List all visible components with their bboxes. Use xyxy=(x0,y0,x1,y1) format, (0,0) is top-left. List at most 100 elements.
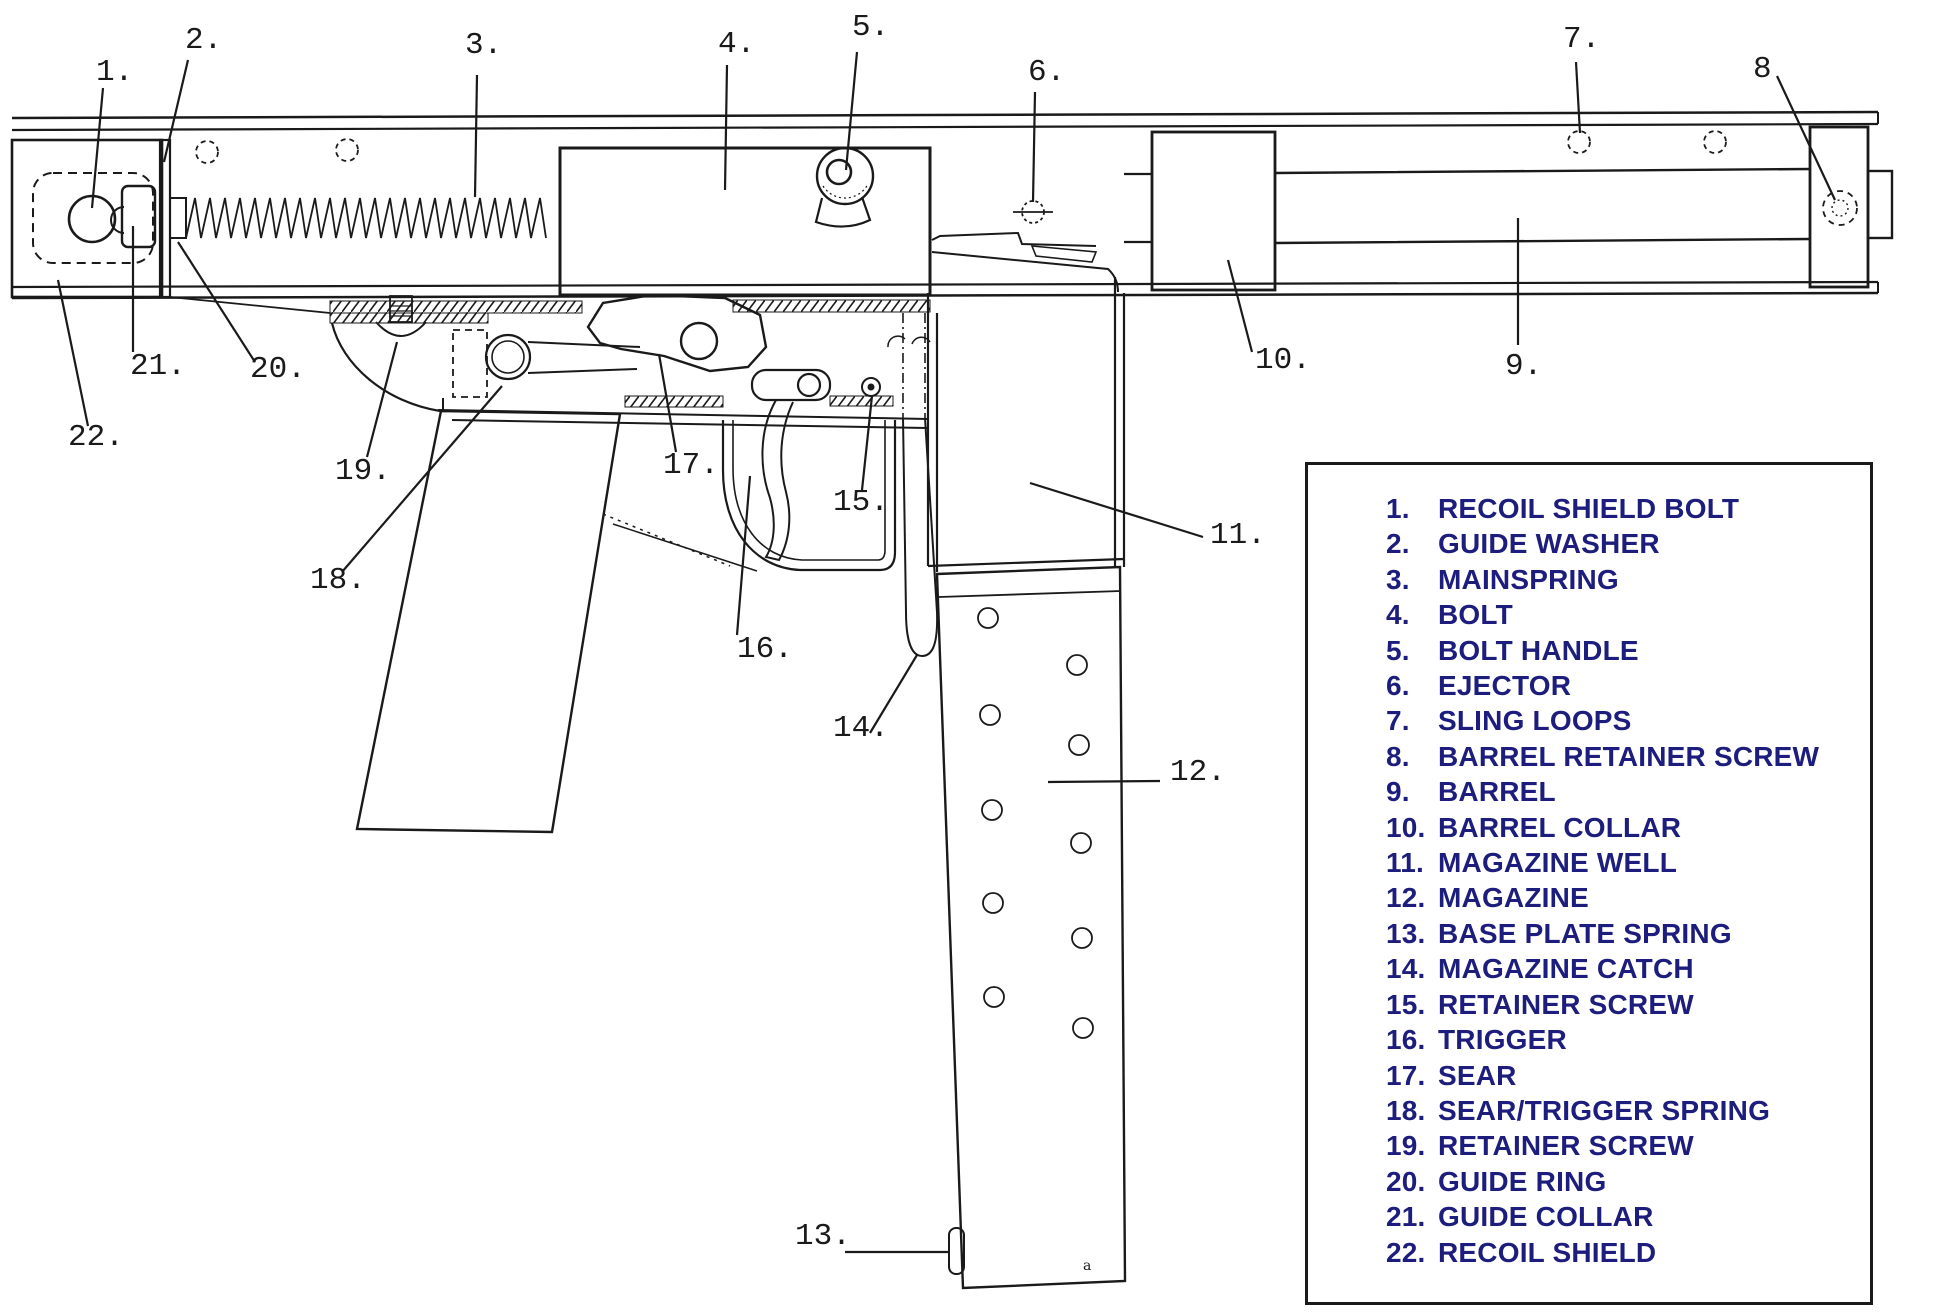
legend-item-number: 10. xyxy=(1386,811,1426,843)
callout-leader xyxy=(341,385,503,573)
legend-item-number: 15. xyxy=(1386,988,1426,1020)
stray-mark: a xyxy=(1083,1258,1091,1274)
callout-leader xyxy=(473,74,479,198)
legend-item-number: 18. xyxy=(1386,1094,1426,1126)
callout-label: 12. xyxy=(1170,755,1226,790)
legend-item-number: 20. xyxy=(1386,1165,1426,1197)
legend-item-number: 6. xyxy=(1386,670,1410,702)
mainspring xyxy=(185,197,547,239)
sling-loop-holes-left xyxy=(195,138,359,164)
callout-label: 20. xyxy=(250,352,306,387)
legend-item: 18. SEAR/TRIGGER SPRING xyxy=(1386,1093,1870,1128)
callout-leader xyxy=(1047,779,1161,784)
retainer-screw-front xyxy=(861,377,881,397)
bolt-handle xyxy=(814,146,875,228)
callout-leader xyxy=(162,59,190,163)
callout-label: 6. xyxy=(1028,55,1065,90)
legend-item-name: GUIDE COLLAR xyxy=(1438,1201,1654,1233)
legend-item: 20.GUIDE RING xyxy=(1386,1164,1870,1199)
legend-item-name: RETAINER SCREW xyxy=(1438,1130,1694,1162)
callout-label: 21. xyxy=(130,349,186,384)
legend-item-name: EJECTOR xyxy=(1438,670,1572,702)
legend-item-number: 12. xyxy=(1386,882,1426,914)
legend-item-number: 4. xyxy=(1386,599,1410,631)
bolt xyxy=(558,146,932,297)
receiver-end-cap xyxy=(1808,125,1894,289)
legend-item: 11.MAGAZINE WELL xyxy=(1386,845,1870,880)
callout-leader xyxy=(844,51,859,171)
callout-label: 14. xyxy=(833,711,889,746)
trigger-guard xyxy=(721,420,897,572)
legend-item-name: TRIGGER xyxy=(1438,1024,1567,1056)
callout-leader xyxy=(860,395,874,491)
legend-item: 5.BOLT HANDLE xyxy=(1386,633,1870,668)
callout-leader xyxy=(56,279,90,427)
base-plate-spring xyxy=(948,1227,965,1275)
legend-item-name: MAINSPRING xyxy=(1438,563,1619,595)
callout-leader xyxy=(1029,481,1204,539)
legend-item-number: 16. xyxy=(1386,1024,1426,1056)
callout-label: 10. xyxy=(1255,343,1311,378)
callout-leader xyxy=(1031,91,1037,203)
legend-item-number: 11. xyxy=(1386,847,1424,879)
magazine-well xyxy=(926,277,1126,572)
legend-item: 19. RETAINER SCREW xyxy=(1386,1128,1870,1163)
legend-item-number: 1. xyxy=(1386,493,1410,524)
callout-label: 4. xyxy=(718,27,755,62)
ejector xyxy=(1013,200,1053,224)
retainer-screw-rear xyxy=(375,295,427,337)
callout-leader xyxy=(869,654,918,734)
legend-item: 21. GUIDE COLLAR xyxy=(1386,1199,1870,1234)
legend-item: 4. BOLT xyxy=(1386,597,1870,632)
callout-label: 22. xyxy=(68,420,124,455)
legend-item: 12. MAGAZINE xyxy=(1386,880,1870,915)
legend-item: 22. RECOIL SHIELD xyxy=(1386,1235,1870,1270)
callout-label: 7. xyxy=(1563,22,1600,57)
receiver-tube xyxy=(11,110,1879,314)
callout-leader xyxy=(735,475,752,636)
legend-item: 1.RECOIL SHIELD BOLT xyxy=(1386,491,1870,526)
legend-item-number: 14. xyxy=(1386,953,1426,985)
legend-item-number: 19. xyxy=(1386,1130,1426,1162)
recoil-shield xyxy=(10,138,164,299)
legend-item-name: SEAR/TRIGGER SPRING xyxy=(1438,1094,1771,1126)
legend-item-number: 7. xyxy=(1386,705,1410,737)
legend-item-number: 13. xyxy=(1386,917,1426,949)
legend-item-number: 9. xyxy=(1386,776,1410,808)
magazine: a xyxy=(935,565,1127,1290)
legend-item-name: BARREL xyxy=(1438,776,1556,808)
legend-item-number: 21. xyxy=(1386,1201,1426,1233)
barrel-retainer-screw xyxy=(1822,190,1858,226)
callout-leader xyxy=(1226,259,1254,353)
callout-leader xyxy=(723,64,729,191)
mainspring-guide-block xyxy=(169,197,187,239)
frame-plate xyxy=(330,322,929,429)
legend-item-name: SLING LOOPS xyxy=(1438,705,1632,737)
callout-label: 17. xyxy=(663,448,719,483)
legend-item-name: GUIDE WASHER xyxy=(1438,528,1660,560)
callout-label: 16. xyxy=(737,632,793,667)
legend-item-name: BARREL COLLAR xyxy=(1438,811,1682,843)
legend-item: 8.BARREL RETAINER SCREW xyxy=(1386,739,1870,774)
callout-label: 1. xyxy=(96,55,133,90)
sear xyxy=(586,293,768,373)
legend-item-number: 22. xyxy=(1386,1236,1426,1268)
legend-item-number: 8. xyxy=(1386,740,1410,772)
lower-rail xyxy=(329,299,931,324)
legend-item-name: BOLT xyxy=(1438,599,1513,631)
legend-item: 13.BASE PLATE SPRING xyxy=(1386,916,1870,951)
legend-item: 15.RETAINER SCREW xyxy=(1386,987,1870,1022)
callout-label: 11. xyxy=(1210,518,1266,553)
sling-loop-holes-right xyxy=(1567,130,1727,154)
legend-item: 7. SLING LOOPS xyxy=(1386,703,1870,738)
callout-label: 2. xyxy=(185,23,222,58)
callout-label: 19. xyxy=(335,454,391,489)
legend-item-name: BOLT HANDLE xyxy=(1438,634,1639,666)
legend-item: 2. GUIDE WASHER xyxy=(1386,526,1870,561)
legend-item-name: MAGAZINE xyxy=(1438,882,1589,914)
legend-item-number: 2. xyxy=(1386,528,1410,560)
legend-item-name: RECOIL SHIELD xyxy=(1438,1236,1657,1268)
